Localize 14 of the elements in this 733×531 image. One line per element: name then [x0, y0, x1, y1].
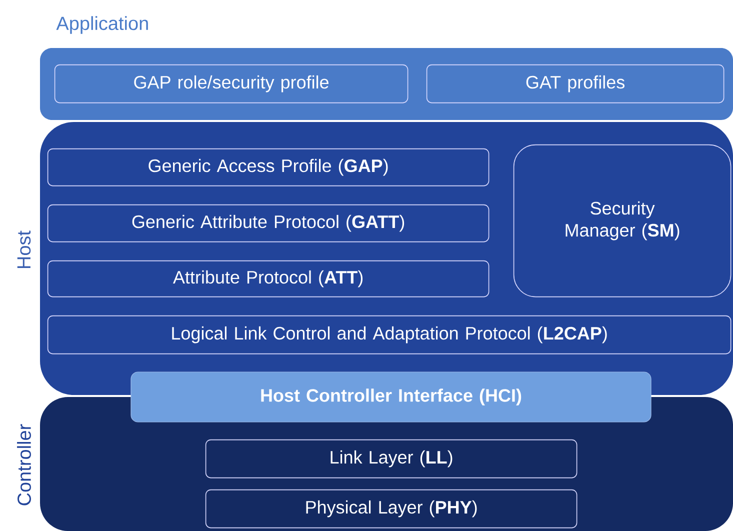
layer-box: Attribute Protocol (ATT): [47, 260, 490, 298]
layer-box: Generic Access Profile (GAP): [47, 148, 490, 186]
layer-box: Link Layer (LL): [205, 439, 578, 478]
layer-heading: Host: [17, 230, 31, 268]
layer-heading: Controller: [17, 424, 31, 506]
layer-box: GAP role/security profile: [54, 64, 408, 104]
layer-box: Logical Link Control and Adaptation Protocol (L2CAP): [47, 315, 732, 354]
layer-box: Security Manager (SM): [513, 144, 732, 298]
layer-band: [40, 48, 733, 120]
layer-box: GAT profiles: [426, 64, 724, 104]
interface-box: Host Controller Interface (HCI): [130, 372, 652, 422]
layer-box: Generic Attribute Protocol (GATT): [47, 204, 490, 242]
layer-box: Physical Layer (PHY): [205, 489, 578, 528]
layer-heading: Application: [56, 16, 148, 34]
